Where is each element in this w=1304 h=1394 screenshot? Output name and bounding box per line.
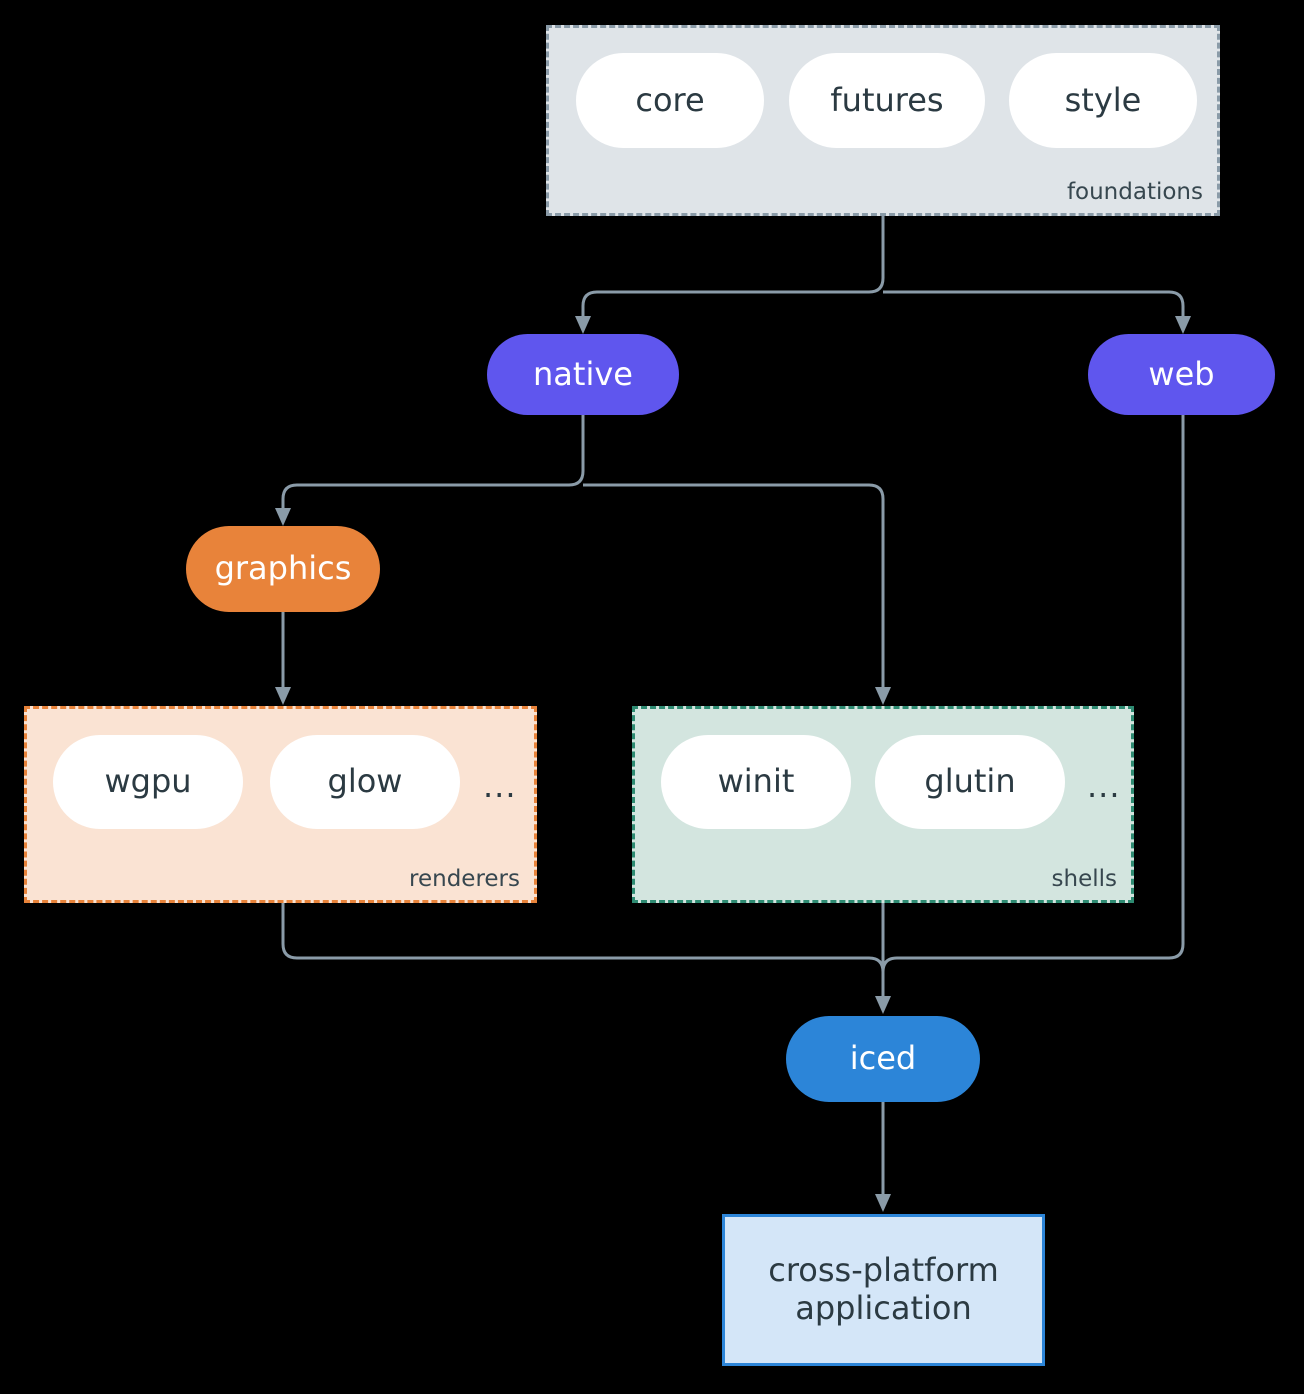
node-native-label: native (533, 354, 633, 393)
arrow-foundations-to-web (1175, 316, 1191, 334)
node-native[interactable]: native (487, 334, 679, 415)
arrow-iced-to-application (875, 1194, 891, 1212)
node-renderers-more: ... (483, 767, 517, 805)
arrow-to-iced (875, 996, 891, 1014)
group-shells: winit glutin ... shells (632, 706, 1134, 903)
edge-native-fork (281, 415, 585, 512)
node-wgpu[interactable]: wgpu (53, 735, 243, 829)
group-foundations: core futures style foundations (546, 25, 1220, 216)
node-glow[interactable]: glow (270, 735, 460, 829)
arrow-native-to-shells (875, 687, 891, 705)
edge-renderers-to-iced (281, 903, 885, 1000)
arrow-native-to-graphics (275, 508, 291, 526)
node-web-label: web (1148, 354, 1215, 393)
node-core-label: core (635, 80, 705, 119)
group-shells-label: shells (1051, 866, 1117, 892)
node-glutin-label: glutin (924, 762, 1016, 801)
node-shells-more: ... (1087, 767, 1121, 805)
arrow-foundations-to-native (575, 316, 591, 334)
node-glow-label: glow (327, 762, 403, 801)
node-winit[interactable]: winit (661, 735, 851, 829)
node-futures[interactable]: futures (789, 53, 985, 148)
edge-foundations-fork (581, 216, 885, 320)
node-glutin[interactable]: glutin (875, 735, 1065, 829)
node-style-label: style (1064, 80, 1142, 119)
arrow-graphics-to-renderers (275, 687, 291, 705)
node-iced-label: iced (849, 1039, 917, 1078)
application-label-line1: cross-platform (768, 1251, 999, 1290)
node-winit-label: winit (717, 762, 795, 801)
node-iced[interactable]: iced (786, 1016, 980, 1102)
node-style[interactable]: style (1009, 53, 1197, 148)
application-label-line2: application (795, 1289, 972, 1327)
group-renderers-label: renderers (409, 866, 520, 892)
node-cross-platform-application[interactable]: cross-platform application (722, 1214, 1045, 1366)
node-graphics[interactable]: graphics (186, 526, 380, 612)
edge-native-to-shells (583, 483, 885, 690)
edge-foundations-to-web (883, 290, 1185, 320)
node-graphics-label: graphics (214, 549, 352, 588)
group-foundations-label: foundations (1066, 179, 1203, 205)
node-futures-label: futures (830, 80, 944, 119)
group-renderers: wgpu glow ... renderers (24, 706, 537, 903)
node-web[interactable]: web (1088, 334, 1275, 415)
node-wgpu-label: wgpu (104, 762, 192, 801)
node-core[interactable]: core (576, 53, 764, 148)
